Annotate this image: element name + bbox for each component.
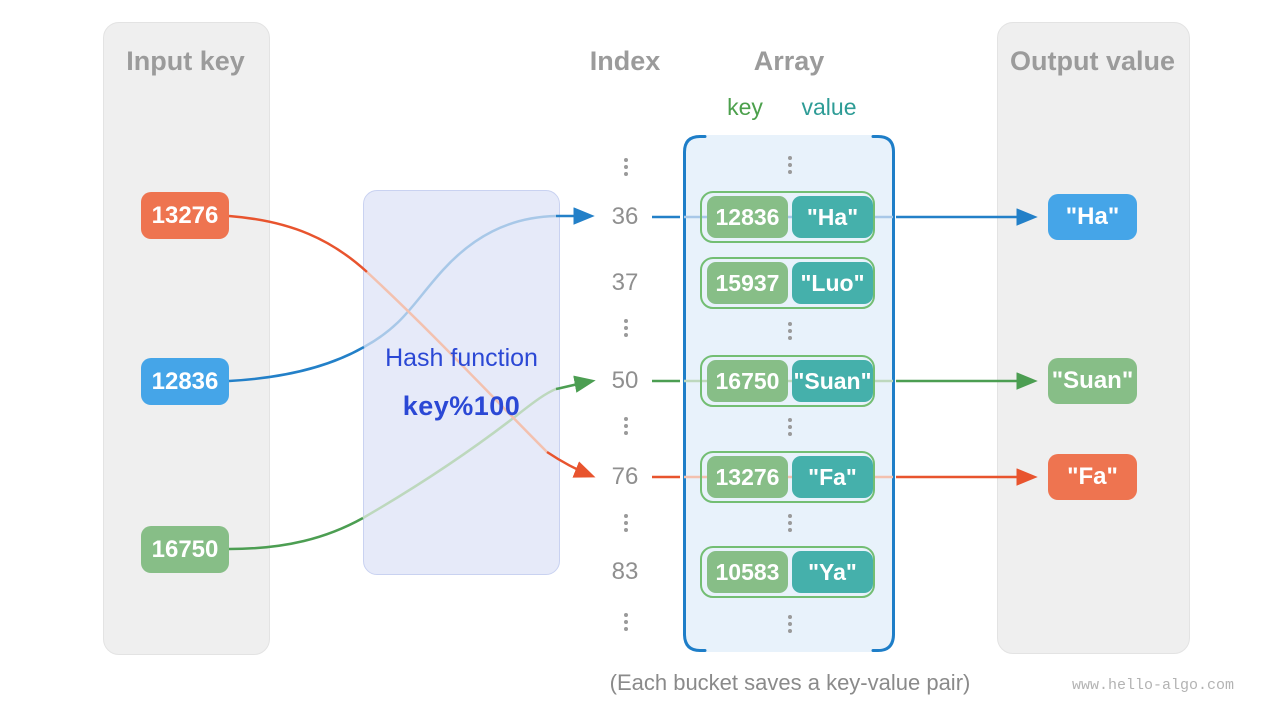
ellipsis-dots xyxy=(787,156,792,174)
line-blue-through-hash xyxy=(363,214,557,349)
arrow-hash-to-index-76 xyxy=(546,450,596,478)
ellipsis-dots xyxy=(787,615,792,633)
ellipsis-dots xyxy=(787,514,792,532)
ellipsis-dots xyxy=(623,158,628,176)
index-label: 36 xyxy=(611,203,639,230)
ellipsis-dots xyxy=(623,514,628,532)
index-label: 37 xyxy=(611,269,639,296)
index-label: 76 xyxy=(611,463,639,490)
line-16750-to-hash xyxy=(228,516,364,551)
array-column-title: Array xyxy=(753,46,825,76)
bucket-key: 12836 xyxy=(707,196,788,238)
input-key-chip: 13276 xyxy=(141,192,229,239)
input-panel-title: Input key xyxy=(126,46,245,76)
ellipsis-dots xyxy=(623,319,628,337)
hash-function-label: Hash function xyxy=(385,344,538,372)
bucket-key: 10583 xyxy=(707,551,788,593)
ellipsis-dots xyxy=(787,322,792,340)
line-12836-to-hash xyxy=(228,345,365,383)
output-panel-title: Output value xyxy=(1009,46,1175,76)
input-key-chip: 12836 xyxy=(141,358,229,405)
ellipsis-dots xyxy=(623,613,628,631)
bucket-key: 13276 xyxy=(707,456,788,498)
bucket-value: "Suan" xyxy=(792,360,873,402)
ellipsis-dots xyxy=(787,418,792,436)
output-value-chip: "Fa" xyxy=(1048,454,1137,500)
bucket-key: 16750 xyxy=(707,360,788,402)
bucket xyxy=(700,451,875,503)
index-label: 83 xyxy=(611,558,639,585)
output-value-panel xyxy=(997,22,1190,654)
output-value-chip: "Suan" xyxy=(1048,358,1137,404)
index-column-title: Index xyxy=(589,46,661,76)
line-13276-to-hash xyxy=(228,214,368,273)
line-green-through-hash xyxy=(362,387,557,520)
bucket xyxy=(700,546,875,598)
hash-formula: key%100 xyxy=(402,391,521,421)
arrow-hash-to-index-50 xyxy=(555,375,596,393)
key-column-header: key xyxy=(727,94,763,120)
ellipsis-dots xyxy=(623,417,628,435)
hash-function-box xyxy=(363,190,560,575)
array-left-bracket xyxy=(683,135,707,652)
bucket xyxy=(700,257,875,309)
diagram-caption: (Each bucket saves a key-value pair) xyxy=(609,670,971,695)
bucket-key: 15937 xyxy=(707,262,788,304)
input-key-chip: 16750 xyxy=(141,526,229,573)
bucket-value: "Fa" xyxy=(792,456,873,498)
bucket xyxy=(700,355,875,407)
bucket-value: "Ya" xyxy=(792,551,873,593)
index-label: 50 xyxy=(611,367,639,394)
watermark: www.hello-algo.com xyxy=(1071,677,1234,694)
output-value-chip: "Ha" xyxy=(1048,194,1137,240)
line-orange-through-hash xyxy=(366,271,548,453)
array-right-bracket xyxy=(871,135,895,652)
bucket-value: "Luo" xyxy=(792,262,873,304)
bucket-value: "Ha" xyxy=(792,196,873,238)
bucket xyxy=(700,191,875,243)
value-column-header: value xyxy=(801,94,857,120)
